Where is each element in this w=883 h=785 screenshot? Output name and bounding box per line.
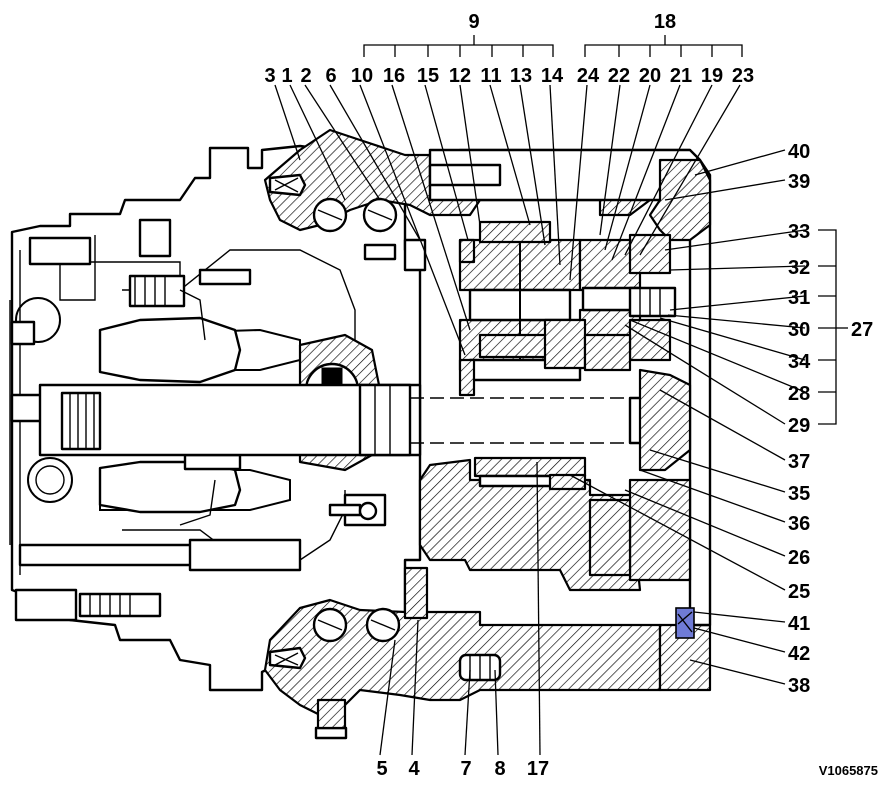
blue-seal-ring bbox=[675, 607, 695, 639]
callout-30: 30 bbox=[788, 319, 810, 341]
callout-27: 27 bbox=[851, 319, 873, 341]
callout-26: 26 bbox=[788, 547, 810, 569]
planet-stage-2 bbox=[543, 233, 677, 372]
callout-28: 28 bbox=[788, 383, 810, 405]
callout-23: 23 bbox=[732, 65, 754, 87]
callout-21: 21 bbox=[670, 65, 692, 87]
input-shaft bbox=[38, 383, 682, 457]
callout-1: 1 bbox=[281, 65, 292, 87]
callout-38: 38 bbox=[788, 675, 810, 697]
bearings bbox=[268, 173, 401, 670]
callout-19: 19 bbox=[701, 65, 723, 87]
callout-18: 18 bbox=[654, 11, 676, 33]
leader-lines bbox=[274, 35, 848, 756]
callout-4: 4 bbox=[408, 758, 420, 780]
callout-5: 5 bbox=[376, 758, 387, 780]
callout-15: 15 bbox=[417, 65, 439, 87]
callout-labels: 9 18 3 1 2 6 10 16 15 12 11 13 14 24 22 … bbox=[264, 11, 878, 780]
callout-17: 17 bbox=[527, 758, 549, 780]
lower-gear-section bbox=[418, 456, 692, 682]
callout-31: 31 bbox=[788, 287, 810, 309]
callout-20: 20 bbox=[639, 65, 661, 87]
valve-plugs bbox=[10, 218, 302, 622]
drawing-code: V1065875 bbox=[819, 763, 878, 778]
callout-8: 8 bbox=[494, 758, 505, 780]
callout-32: 32 bbox=[788, 257, 810, 279]
callout-13: 13 bbox=[510, 65, 532, 87]
callout-16: 16 bbox=[383, 65, 405, 87]
callout-35: 35 bbox=[788, 483, 810, 505]
callout-2: 2 bbox=[300, 65, 311, 87]
callout-42: 42 bbox=[788, 643, 810, 665]
callout-12: 12 bbox=[449, 65, 471, 87]
callout-40: 40 bbox=[788, 141, 810, 163]
callout-29: 29 bbox=[788, 415, 810, 437]
callout-3: 3 bbox=[264, 65, 275, 87]
callout-37: 37 bbox=[788, 451, 810, 473]
callout-11: 11 bbox=[480, 65, 501, 87]
callout-34: 34 bbox=[788, 351, 811, 373]
callout-41: 41 bbox=[788, 613, 810, 635]
planet-stage-1 bbox=[458, 220, 582, 397]
callout-7: 7 bbox=[460, 758, 471, 780]
callout-14: 14 bbox=[541, 65, 564, 87]
callout-9: 9 bbox=[468, 11, 479, 33]
callout-25: 25 bbox=[788, 581, 810, 603]
callout-36: 36 bbox=[788, 513, 810, 535]
callout-10: 10 bbox=[351, 65, 373, 87]
callout-6: 6 bbox=[325, 65, 336, 87]
misc-hardware bbox=[328, 163, 502, 527]
callout-33: 33 bbox=[788, 221, 810, 243]
callout-39: 39 bbox=[788, 171, 810, 193]
callout-24: 24 bbox=[577, 65, 600, 87]
callout-22: 22 bbox=[608, 65, 630, 87]
